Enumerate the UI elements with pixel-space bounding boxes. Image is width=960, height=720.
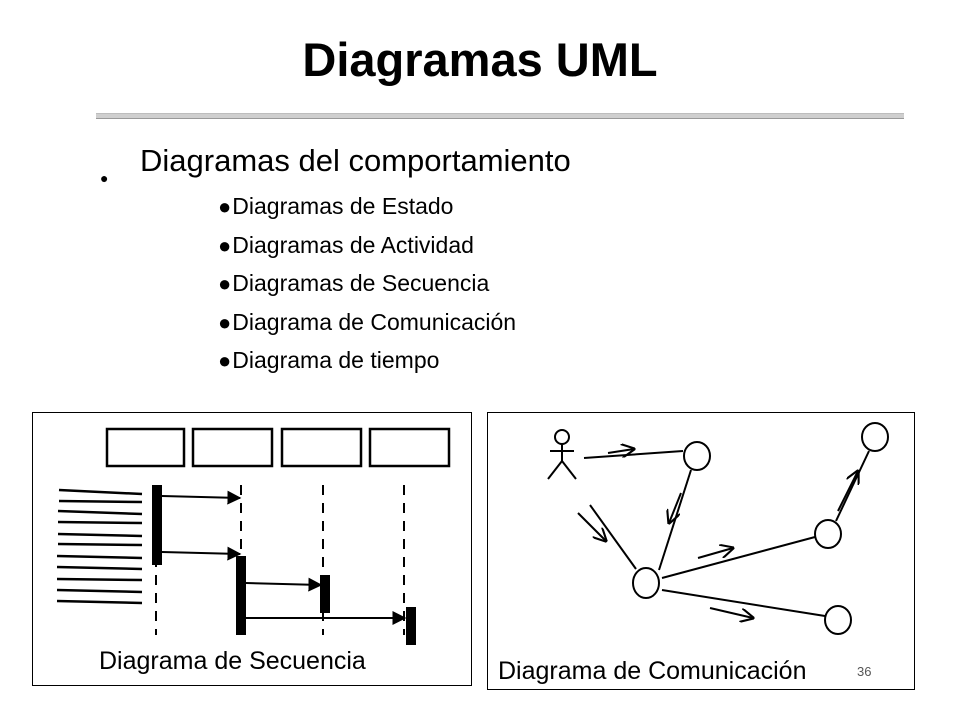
object-node [861,422,889,452]
message-arrow [161,546,242,561]
activation-bar [236,556,246,635]
sub-bullet: ● [218,309,232,335]
title-rule [96,113,904,119]
message-arrow [161,490,242,505]
sub-bullet: ● [218,194,232,219]
link-lines [583,450,870,617]
sub-item-label: Diagramas de Secuencia [232,270,490,296]
actor-icon [547,429,577,480]
sub-item: ●Diagrama de tiempo [218,341,516,380]
main-item: Diagramas del comportamiento [140,143,571,178]
page-number: 36 [857,664,872,679]
message-arrows [577,449,858,618]
sub-bullet: ● [218,271,232,296]
sequence-diagram-panel: Diagrama de Secuencia [32,412,472,686]
communication-diagram-drawing [547,422,889,635]
activation-bar [152,485,162,565]
sub-item: ●Diagramas de Actividad [218,226,516,265]
sub-item-label: Diagrama de tiempo [232,347,440,373]
main-bullet: ● [100,170,109,186]
object-node [824,605,852,635]
sub-item-list: ●Diagramas de Estado ●Diagramas de Activ… [218,187,516,380]
sequence-diagram-drawing [56,427,451,645]
object-node [683,441,711,471]
sub-item: ●Diagramas de Secuencia [218,264,516,303]
lifeline-object-box [280,427,363,468]
sub-item: ●Diagramas de Estado [218,187,516,226]
sub-item: ●Diagrama de Comunicación [218,303,516,342]
lifeline-object-box [105,427,186,468]
sequence-diagram-caption: Diagrama de Secuencia [99,647,366,675]
lifeline-object-box [191,427,274,468]
object-node [814,519,842,549]
slide-title: Diagramas UML [302,33,658,86]
communication-diagram-panel: Diagrama de Comunicación [487,412,915,690]
sub-item-label: Diagramas de Actividad [232,231,474,258]
message-arrow [245,577,323,592]
communication-diagram-caption: Diagrama de Comunicación [498,657,807,685]
sub-item-label: Diagramas de Estado [232,193,454,219]
lifeline-object-box [368,427,451,468]
object-node [632,567,660,599]
activation-bar [406,607,416,645]
sub-item-label: Diagrama de Comunicación [232,308,517,335]
sub-bullet: ● [218,232,232,258]
hatch-lines [56,488,143,605]
activation-bar [320,575,330,613]
sub-bullet: ● [218,348,232,373]
